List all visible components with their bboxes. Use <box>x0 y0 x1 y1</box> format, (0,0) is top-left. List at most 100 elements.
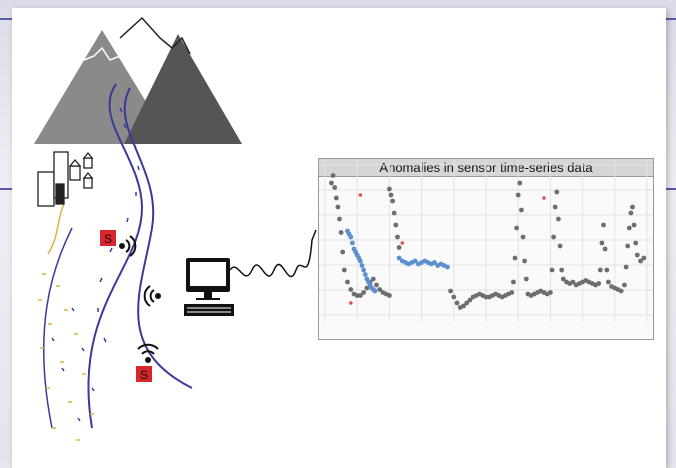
normal-point <box>634 252 640 258</box>
anomaly-point <box>396 255 402 261</box>
normal-point <box>559 267 565 273</box>
normal-point <box>626 225 632 231</box>
normal-point <box>361 290 366 295</box>
normal-point <box>596 281 602 286</box>
anomaly-point <box>359 263 365 268</box>
anomaly-point <box>348 234 354 240</box>
normal-point <box>451 294 457 300</box>
normal-point <box>364 285 370 291</box>
normal-point <box>631 222 637 228</box>
normal-point <box>552 204 558 210</box>
normal-point <box>512 255 518 261</box>
normal-point <box>345 279 350 285</box>
svg-text:S: S <box>140 368 148 382</box>
normal-point <box>338 230 344 235</box>
mountains-icon <box>34 16 242 144</box>
normal-point <box>333 195 339 201</box>
normal-point <box>554 189 560 195</box>
normal-point <box>618 288 624 294</box>
sensor-icon[interactable]: S <box>100 230 116 246</box>
normal-point <box>377 287 383 292</box>
normal-point <box>396 245 402 250</box>
normal-point <box>520 234 526 240</box>
normal-point <box>641 255 647 261</box>
normal-point <box>387 186 392 192</box>
normal-point <box>461 303 466 309</box>
normal-point <box>448 288 453 294</box>
normal-point <box>454 300 460 306</box>
normal-point <box>625 243 631 249</box>
diagram-slide: S S <box>12 8 666 468</box>
normal-point <box>522 258 527 264</box>
normal-point <box>337 216 342 222</box>
wifi-signal-icon <box>137 343 159 363</box>
normal-point <box>509 290 515 295</box>
normal-point <box>388 192 394 198</box>
normal-point <box>340 249 346 255</box>
normal-point <box>548 290 553 295</box>
normal-point <box>638 258 643 264</box>
normal-point <box>390 198 395 204</box>
flow-dashes <box>51 107 140 422</box>
normal-point <box>341 267 347 273</box>
outlier-point <box>400 241 405 245</box>
normal-point <box>599 240 605 246</box>
wifi-signal-icon <box>119 235 137 257</box>
normal-point <box>622 282 627 288</box>
sensor-icon[interactable]: S <box>136 366 152 382</box>
normal-point <box>370 276 376 282</box>
normal-point <box>602 246 608 252</box>
normal-point <box>517 180 523 186</box>
outlier-point <box>542 196 546 200</box>
normal-point <box>374 282 379 288</box>
normal-point <box>556 216 561 222</box>
chart-points <box>329 173 647 310</box>
runoff-dashes <box>38 203 94 441</box>
normal-point <box>515 192 521 198</box>
normal-point <box>519 207 524 213</box>
normal-point <box>514 225 519 231</box>
normal-point <box>330 173 336 178</box>
normal-point <box>570 279 576 285</box>
normal-point <box>523 276 529 282</box>
normal-point <box>464 300 470 306</box>
normal-point <box>395 234 400 240</box>
normal-point <box>601 222 606 228</box>
normal-point <box>467 297 473 303</box>
normal-point <box>329 180 334 186</box>
anomaly-point <box>432 260 437 265</box>
normal-point <box>391 210 397 216</box>
normal-point <box>393 222 399 228</box>
normal-point <box>332 185 338 190</box>
normal-point <box>348 287 354 292</box>
normal-point <box>606 279 611 285</box>
normal-point <box>557 243 563 249</box>
normal-point <box>387 293 392 298</box>
anomaly-point <box>412 258 418 264</box>
city-buildings-icon <box>37 151 94 207</box>
normal-point <box>551 234 556 240</box>
anomaly-point <box>350 240 355 246</box>
normal-point <box>597 267 603 273</box>
signal-cable-icon <box>229 229 317 278</box>
outlier-point <box>358 193 363 197</box>
outlier-point <box>349 301 353 305</box>
normal-point <box>549 267 555 273</box>
anomaly-point <box>362 272 368 277</box>
normal-point <box>335 204 341 210</box>
anomaly-point <box>445 264 450 270</box>
anomaly-point <box>372 288 378 294</box>
anomaly-point <box>361 267 366 273</box>
normal-point <box>623 264 629 270</box>
normal-point <box>628 210 634 216</box>
normal-point <box>630 204 635 210</box>
normal-point <box>633 240 639 246</box>
diagram-canvas: S S <box>34 16 317 441</box>
normal-point <box>560 276 566 282</box>
normal-point <box>604 267 610 273</box>
computer-icon[interactable] <box>184 258 234 316</box>
river-icon <box>43 83 193 429</box>
wifi-signal-icon <box>143 285 161 307</box>
normal-point <box>511 279 516 285</box>
svg-text:S: S <box>104 232 112 246</box>
